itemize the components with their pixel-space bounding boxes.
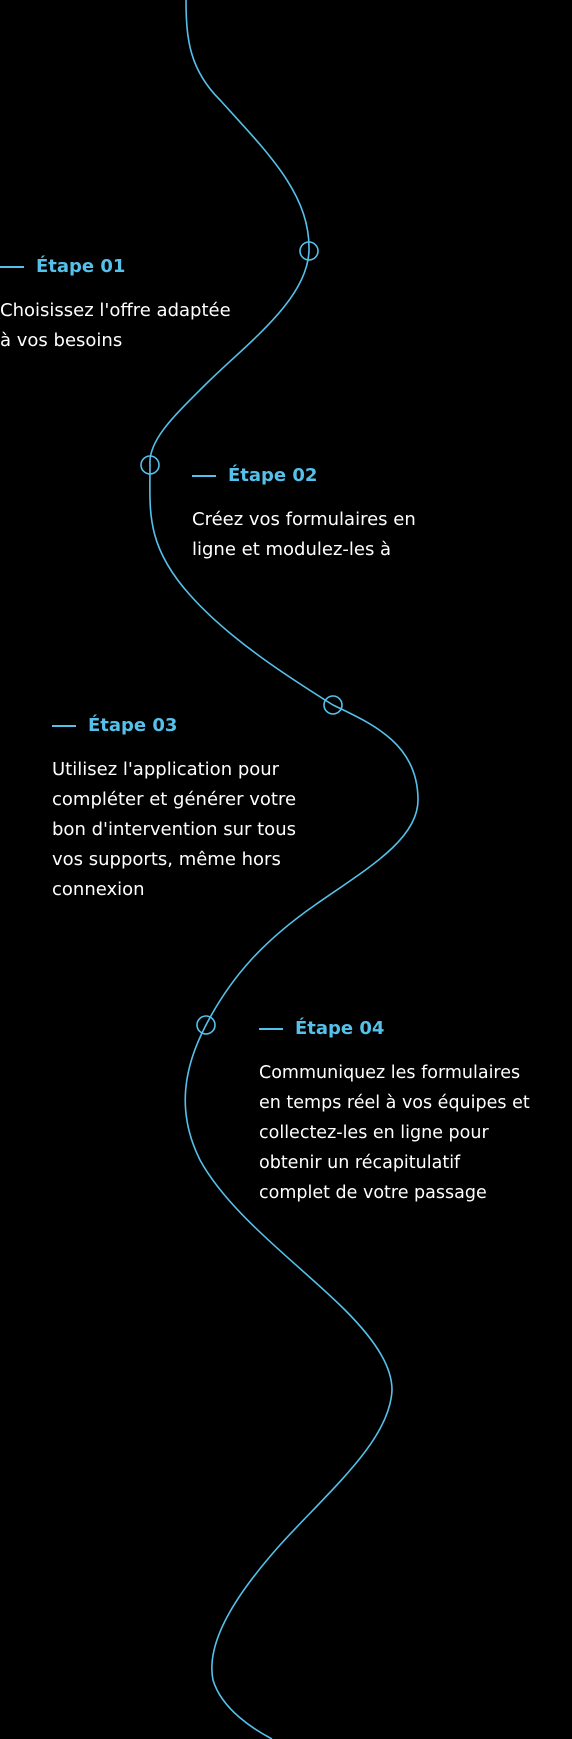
step-01-line: à vos besoins bbox=[0, 330, 123, 351]
step-03-line: vos supports, même hors bbox=[52, 849, 281, 870]
step-02-line: ligne et modulez-les à bbox=[192, 539, 392, 560]
step-dash-icon bbox=[192, 475, 216, 477]
step-01-label: Étape 01 bbox=[36, 256, 126, 277]
timeline-node-3 bbox=[323, 695, 343, 715]
step-04-line: complet de votre passage bbox=[259, 1183, 487, 1203]
step-04-line: en temps réel à vos équipes et bbox=[259, 1093, 530, 1113]
step-03-label: Étape 03 bbox=[88, 715, 178, 736]
step-03-line: Utilisez l'application pour bbox=[52, 759, 280, 780]
step-02: Étape 02 Créez vos formulaires en ligne … bbox=[192, 465, 482, 565]
step-04-heading: Étape 04 bbox=[259, 1018, 572, 1040]
step-02-label: Étape 02 bbox=[228, 465, 318, 486]
timeline-node-1 bbox=[299, 241, 319, 261]
step-02-heading: Étape 02 bbox=[192, 465, 482, 487]
step-dash-icon bbox=[0, 266, 24, 268]
step-dash-icon bbox=[259, 1028, 283, 1030]
step-03-line: compléter et générer votre bbox=[52, 789, 297, 810]
step-04-line: obtenir un récapitulatif bbox=[259, 1153, 461, 1173]
step-04-description: Communiquez les formulaires en temps rée… bbox=[259, 1058, 572, 1208]
step-04-line: collectez-les en ligne pour bbox=[259, 1123, 489, 1143]
step-01-description: Choisissez l'offre adaptée à vos besoins bbox=[0, 296, 300, 356]
step-02-description: Créez vos formulaires en ligne et module… bbox=[192, 505, 482, 565]
step-01-heading: Étape 01 bbox=[0, 256, 300, 278]
step-04-line: Communiquez les formulaires bbox=[259, 1063, 521, 1083]
step-03-line: bon d'intervention sur tous bbox=[52, 819, 296, 840]
step-03: Étape 03 Utilisez l'application pour com… bbox=[52, 715, 352, 905]
timeline-path bbox=[149, 0, 419, 1739]
step-02-line: Créez vos formulaires en bbox=[192, 509, 416, 530]
step-03-heading: Étape 03 bbox=[52, 715, 352, 737]
step-03-description: Utilisez l'application pour compléter et… bbox=[52, 755, 352, 905]
timeline-node-2 bbox=[140, 455, 160, 475]
step-04-label: Étape 04 bbox=[295, 1018, 385, 1039]
step-01-line: Choisissez l'offre adaptée bbox=[0, 300, 231, 321]
step-03-line: connexion bbox=[52, 879, 145, 900]
step-dash-icon bbox=[52, 725, 76, 727]
step-01: Étape 01 Choisissez l'offre adaptée à vo… bbox=[0, 256, 300, 356]
step-04: Étape 04 Communiquez les formulaires en … bbox=[259, 1018, 572, 1208]
timeline-node-4 bbox=[196, 1015, 216, 1035]
